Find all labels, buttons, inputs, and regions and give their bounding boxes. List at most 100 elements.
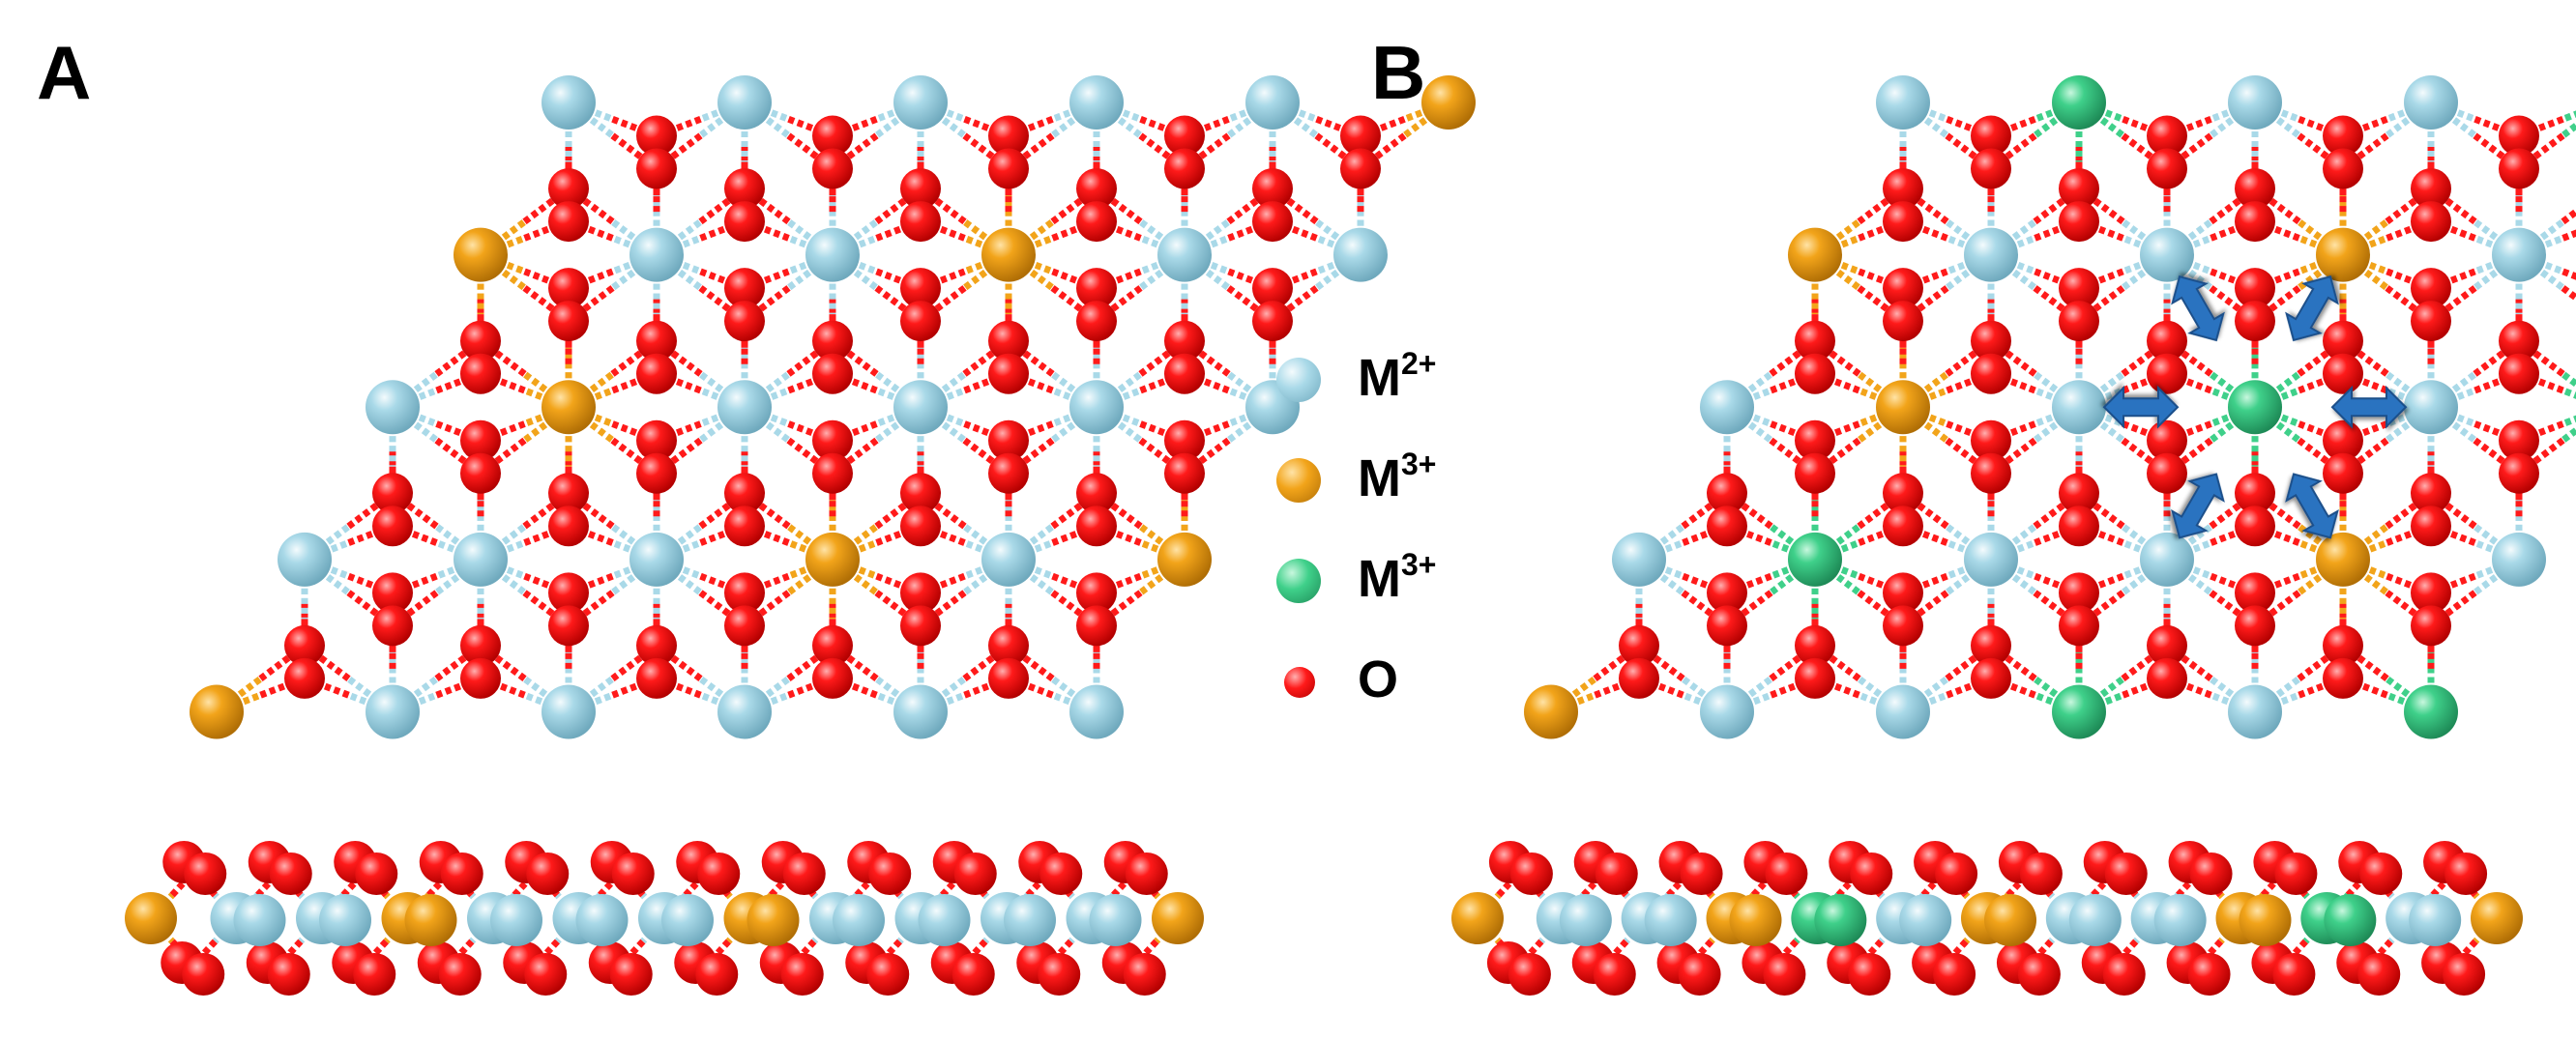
bond [1025,869,1052,898]
oxygen-atom [866,953,910,996]
oxygen-atom [2323,320,2363,361]
bond [340,869,367,898]
oxygen-atom [372,605,413,647]
bond [704,939,731,968]
oxygen-atom [2411,201,2451,243]
oxygen-atom [1883,572,1923,614]
oxygen-atom [548,506,589,547]
bond [1132,939,1159,968]
m2-plus-atom [629,227,684,282]
oxygen-atom [1848,953,1891,996]
legend-item-m2: M2+ [1274,340,1526,441]
m3-plus-atom [125,892,177,944]
m2-plus-atom [1899,894,1952,946]
bond [1602,939,1629,968]
m2-plus-atom [1089,894,1142,946]
oxygen-atom [1619,624,1659,666]
m2-plus-atom [2068,894,2122,946]
oxygen-atom [1795,419,1835,461]
oxygen-atom [724,605,765,647]
oxygen-atom [812,419,853,461]
oxygen-atom [636,353,677,394]
oxygen-atom [2357,953,2401,996]
m3-plus-atom [1729,894,1782,946]
oxygen-atom [1164,148,1205,189]
bond [1666,869,1693,898]
double-headed-arrow-icon [2330,385,2408,429]
arrow-shape [2285,274,2339,342]
m3-plus-atom-green [2052,75,2106,130]
m2-plus-atom [1069,684,1124,739]
oxygen-atom [2323,148,2363,189]
oxygen-atom [2059,506,2099,547]
m2-plus-atom [490,894,542,946]
m2-plus-atom [1964,227,2018,282]
oxygen-atom [440,852,483,895]
bond [277,939,304,968]
oxygen-atom [1883,201,1923,243]
bond [2561,110,2576,123]
oxygen-atom [1883,301,1923,342]
m2-plus-atom [233,894,286,946]
oxygen-atom [2235,605,2275,647]
m2-plus-atom [1069,75,1124,130]
oxygen-atom [900,268,941,309]
m2-plus-atom [575,894,629,946]
m3-plus-atom [1788,227,1842,282]
m2-plus-atom [981,532,1036,587]
m2-plus-atom [1876,684,1930,739]
oxygen-atom [184,852,227,895]
oxygen-atom [1971,148,2011,189]
oxygen-atom [460,419,501,461]
legend-swatch [1284,667,1315,698]
m2-plus-atom [1333,227,1388,282]
double-headed-arrow-icon [2285,274,2339,342]
bond [683,869,710,898]
m2-plus-atom [1612,532,1666,587]
oxygen-atom [697,852,741,895]
oxygen-atom [780,953,824,996]
oxygen-atom [1707,473,1747,514]
m3-plus-atom-green [2404,684,2458,739]
oxygen-atom [269,852,312,895]
oxygen-atom [2235,506,2275,547]
oxygen-atom [1164,419,1205,461]
arrow-shape [2330,385,2408,429]
oxygen-atom [2443,953,2486,996]
oxygen-atom [548,605,589,647]
bond [2112,939,2139,968]
oxygen-atom [1795,624,1835,666]
bond [1496,869,1523,898]
bond [2281,939,2308,968]
arrow-shape [2102,385,2180,429]
oxygen-atom [812,624,853,666]
oxygen-atom [1076,473,1117,514]
m2-plus-atom [893,684,948,739]
oxygen-atom [2323,419,2363,461]
oxygen-atom [900,473,941,514]
m3-plus-atom [1451,892,1504,944]
oxygen-atom [988,624,1029,666]
bond [2366,939,2393,968]
m2-plus-atom [2404,380,2458,435]
m3-plus-atom [1984,894,2036,946]
m3-plus-atom [404,894,457,946]
panel-b-side-view [1451,841,2523,996]
m3-plus-atom [1152,892,1204,944]
m3-plus-atom [190,684,244,739]
oxygen-atom [1076,301,1117,342]
bond [940,869,967,898]
oxygen-atom [988,657,1029,699]
bond [2027,939,2054,968]
oxygen-atom [1971,320,2011,361]
bond [769,869,796,898]
bond [2451,939,2478,968]
legend-item-m3-green: M3+ [1274,541,1526,642]
oxygen-atom [1252,168,1293,210]
panel-label-a: A [37,30,92,115]
bond [1750,869,1777,898]
legend-swatch [1276,559,1321,603]
oxygen-atom [2235,301,2275,342]
oxygen-atom [182,953,225,996]
